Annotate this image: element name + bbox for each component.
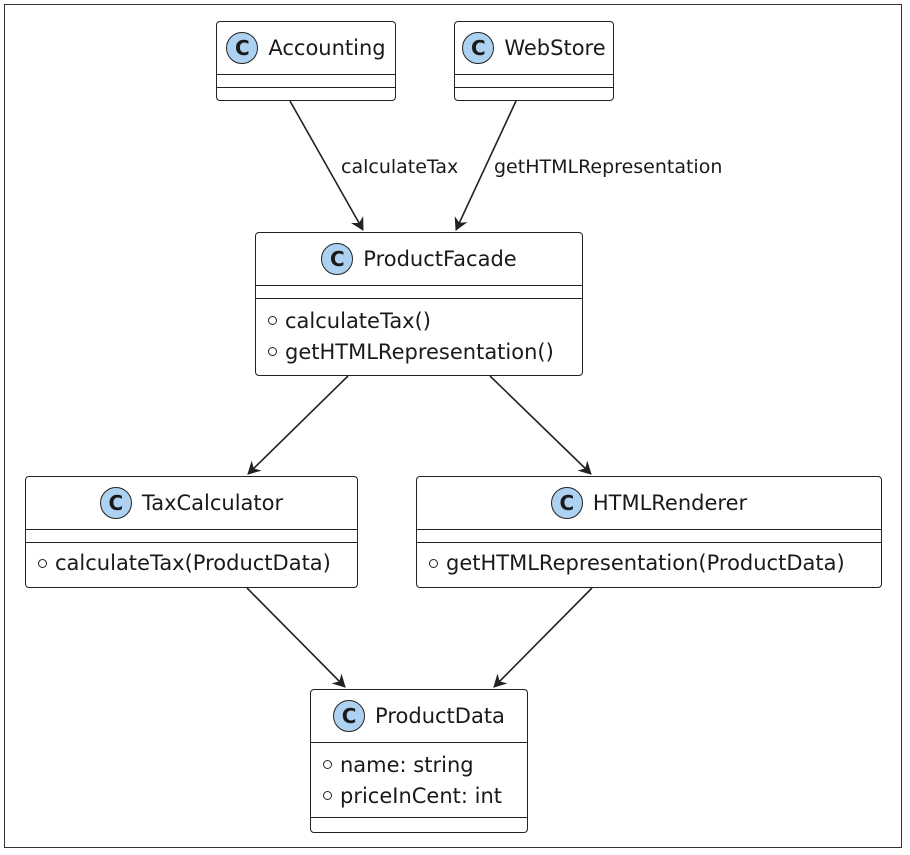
class-name: ProductFacade: [363, 247, 517, 271]
class-productfacade[interactable]: C ProductFacade calculateTax() getHTMLRe…: [255, 232, 583, 376]
class-badge-icon: C: [321, 243, 354, 275]
method-row: calculateTax(ProductData): [26, 547, 357, 579]
class-header: C TaxCalculator: [26, 477, 357, 529]
public-visibility-icon: [268, 316, 277, 325]
class-header: C WebStore: [455, 22, 613, 74]
class-taxcalculator[interactable]: C TaxCalculator calculateTax(ProductData…: [25, 476, 358, 588]
attributes-section: [417, 529, 881, 542]
methods-section: getHTMLRepresentation(ProductData): [417, 542, 881, 579]
method-text: calculateTax(ProductData): [55, 551, 331, 575]
class-webstore[interactable]: C WebStore: [454, 21, 614, 101]
methods-section: [217, 87, 395, 100]
methods-section: calculateTax(ProductData): [26, 542, 357, 579]
class-badge-icon: C: [99, 487, 132, 519]
attributes-section: [217, 74, 395, 87]
edge-webstore-facade: [454, 100, 517, 231]
class-name: Accounting: [268, 36, 386, 60]
method-row: getHTMLRepresentation(): [256, 336, 582, 367]
attributes-section: name: string priceInCent: int: [311, 742, 527, 817]
class-htmlrenderer[interactable]: C HTMLRenderer getHTMLRepresentation(Pro…: [416, 476, 882, 588]
class-productdata[interactable]: C ProductData name: string priceInCent: …: [310, 689, 528, 833]
method-text: getHTMLRepresentation(): [285, 339, 554, 364]
public-visibility-icon: [429, 558, 438, 568]
public-visibility-icon: [323, 791, 332, 800]
class-badge-icon: C: [333, 700, 366, 732]
attribute-text: priceInCent: int: [340, 783, 503, 808]
edge-facade-htmlrenderer: [489, 375, 592, 475]
attributes-section: [256, 285, 582, 298]
method-row: calculateTax(): [256, 305, 582, 336]
class-badge-icon: C: [226, 32, 259, 64]
edge-accounting-facade: [289, 100, 364, 231]
edge-facade-taxcalculator: [247, 375, 349, 475]
class-header: C HTMLRenderer: [417, 477, 881, 529]
class-name: HTMLRenderer: [592, 491, 748, 515]
class-header: C ProductData: [311, 690, 527, 742]
attributes-section: [26, 529, 357, 542]
method-row: getHTMLRepresentation(ProductData): [417, 547, 881, 579]
class-header: C ProductFacade: [256, 233, 582, 285]
class-badge-icon: C: [550, 487, 583, 519]
methods-section: [311, 817, 527, 830]
edge-htmlrenderer-productdata: [493, 587, 593, 688]
edge-label-calculatetax: calculateTax: [341, 156, 459, 178]
method-text: getHTMLRepresentation(ProductData): [446, 551, 845, 575]
class-name: WebStore: [504, 36, 606, 60]
attribute-text: name: string: [340, 752, 474, 777]
attribute-row: priceInCent: int: [311, 780, 527, 811]
class-accounting[interactable]: C Accounting: [216, 21, 396, 101]
public-visibility-icon: [323, 760, 332, 769]
class-name: TaxCalculator: [141, 491, 284, 515]
edge-taxcalculator-productdata: [246, 587, 346, 688]
method-text: calculateTax(): [285, 308, 431, 333]
public-visibility-icon: [268, 347, 277, 356]
class-badge-icon: C: [462, 32, 495, 64]
class-header: C Accounting: [217, 22, 395, 74]
attribute-row: name: string: [311, 749, 527, 780]
class-name: ProductData: [375, 704, 505, 728]
methods-section: [455, 87, 613, 100]
methods-section: calculateTax() getHTMLRepresentation(): [256, 298, 582, 367]
edge-label-gethtmlrepresentation: getHTMLRepresentation: [494, 156, 723, 178]
attributes-section: [455, 74, 613, 87]
public-visibility-icon: [38, 558, 47, 568]
